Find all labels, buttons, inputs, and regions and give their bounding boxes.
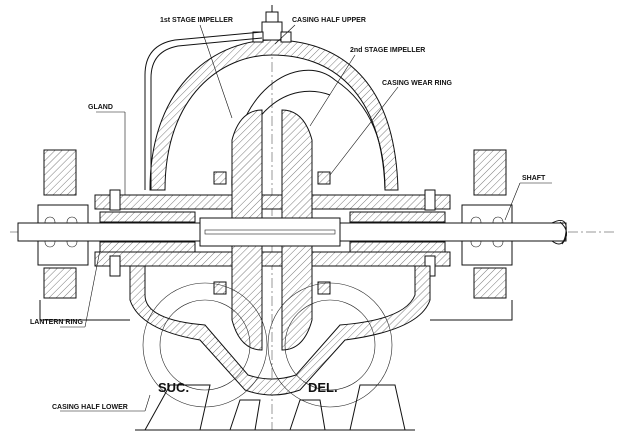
balance-pipe [144,31,263,190]
label-casing-half-lower: CASING HALF LOWER [52,404,128,411]
casing-split-flange [94,194,451,267]
casing-half-lower [39,265,513,431]
label-casing-wear-ring: CASING WEAR RING [382,80,453,87]
label-2nd-stage-impeller: 2nd STAGE IMPELLER [350,47,425,54]
casing-wear-ring [213,171,331,295]
label-1st-stage-impeller: 1st STAGE IMPELLER [160,17,233,24]
gland-packing-left [99,189,196,277]
shaft [17,217,567,247]
label-casing-half-upper: CASING HALF UPPER [292,17,366,24]
bearing-housing-right [461,149,513,299]
label-delivery: DEL. [308,380,338,395]
impeller-stage-2 [281,109,313,351]
leader-lines [60,24,552,412]
casing-half-upper [149,5,399,191]
bearing-housing-left [37,149,89,299]
impeller-stage-1 [231,109,263,351]
label-suction: SUC. [158,380,189,395]
label-shaft: SHAFT [522,175,546,182]
label-lantern-ring: LANTERN RING [30,319,83,326]
label-gland: GLAND [88,104,113,111]
